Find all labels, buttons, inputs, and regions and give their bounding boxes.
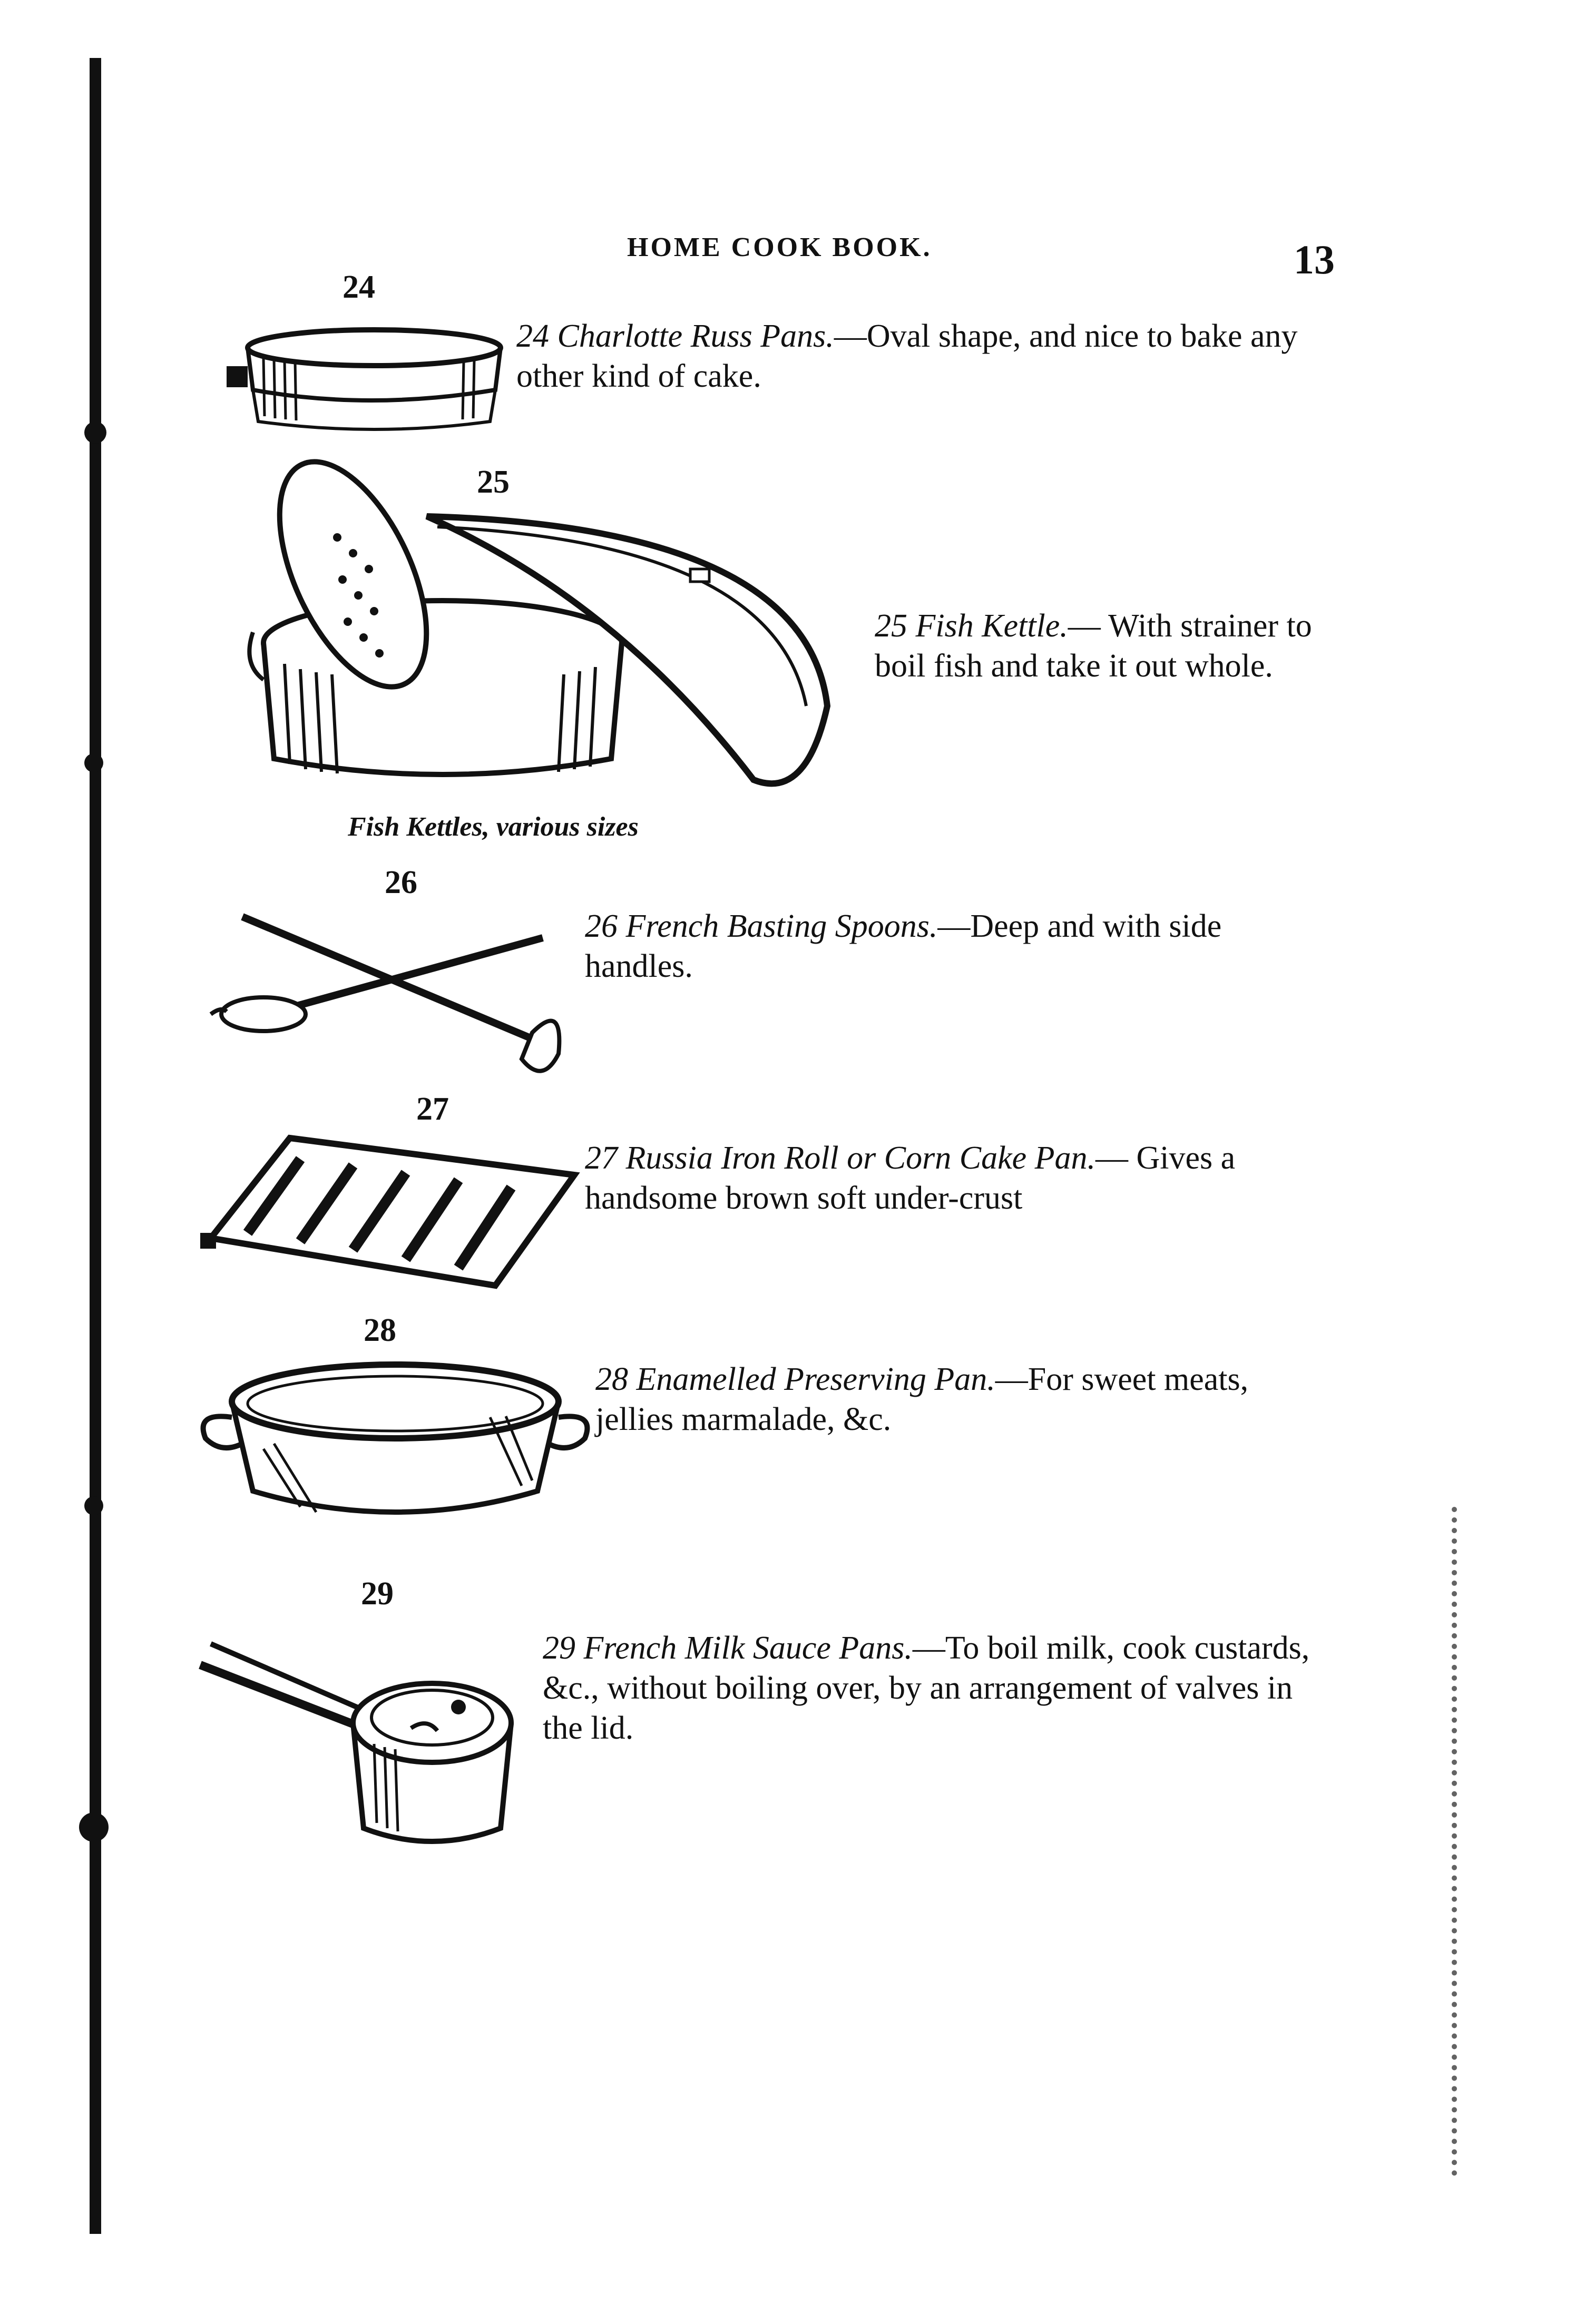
- figure-number: 25: [477, 464, 510, 500]
- charlotte-russe-pan-illustration: [227, 327, 503, 431]
- binding-mark: [84, 753, 103, 772]
- item-text: —Deep and with side handles.: [585, 908, 1222, 984]
- item-caption-27: 27 Russia Iron Roll or Corn Cake Pan.— G…: [585, 1138, 1333, 1218]
- item-title: 27 Russia Iron Roll or Corn Cake Pan.: [585, 1140, 1096, 1176]
- item-text: —Oval shape, and nice to bake any other …: [516, 318, 1298, 394]
- binding-edge: [90, 58, 101, 2234]
- basting-spoons-illustration: [209, 913, 562, 1073]
- fish-kettle-illustration: [247, 459, 831, 787]
- item-title: 28 Enamelled Preserving Pan.: [595, 1361, 995, 1397]
- item-text: —For sweet meats, jellies marmalade, &c.: [595, 1361, 1249, 1437]
- binding-mark: [79, 1812, 109, 1842]
- figure-number: 27: [416, 1091, 449, 1127]
- item-text: — With strainer to boil fish and take it…: [875, 608, 1312, 684]
- page-number: 13: [1294, 237, 1335, 282]
- item-title: 25 Fish Kettle.: [875, 608, 1068, 644]
- binding-mark: [84, 1496, 103, 1515]
- milk-sauce-pan-illustration: [199, 1641, 514, 1844]
- figure-number: 29: [361, 1576, 394, 1612]
- item-title: 29 French Milk Sauce Pans.: [543, 1630, 913, 1666]
- figure-number: 24: [343, 269, 375, 305]
- page-edge-marks: [1452, 1507, 1463, 2176]
- binding-mark: [84, 421, 106, 444]
- item-caption-29: 29 French Milk Sauce Pans.—To boil milk,…: [543, 1628, 1333, 1748]
- figure-number: 26: [385, 865, 417, 900]
- preserving-pan-illustration: [200, 1361, 590, 1515]
- corn-cake-pan-illustration: [200, 1134, 580, 1289]
- figure-number: 28: [364, 1312, 396, 1348]
- illustration-subcaption: Fish Kettles, various sizes: [348, 812, 639, 842]
- item-caption-28: 28 Enamelled Preserving Pan.—For sweet m…: [595, 1359, 1333, 1439]
- item-caption-25: 25 Fish Kettle.— With strainer to boil f…: [875, 606, 1317, 686]
- item-title: 26 French Basting Spoons.: [585, 908, 938, 944]
- running-head: HOME COOK BOOK.: [627, 232, 932, 262]
- item-title: 24 Charlotte Russ Pans.: [516, 318, 834, 354]
- item-caption-26: 26 French Basting Spoons.—Deep and with …: [585, 906, 1333, 986]
- item-caption-24: 24 Charlotte Russ Pans.—Oval shape, and …: [516, 316, 1338, 396]
- item-text: —To boil milk, cook custards, &c., witho…: [543, 1630, 1310, 1746]
- item-text: — Gives a handsome brown soft under-crus…: [585, 1140, 1236, 1216]
